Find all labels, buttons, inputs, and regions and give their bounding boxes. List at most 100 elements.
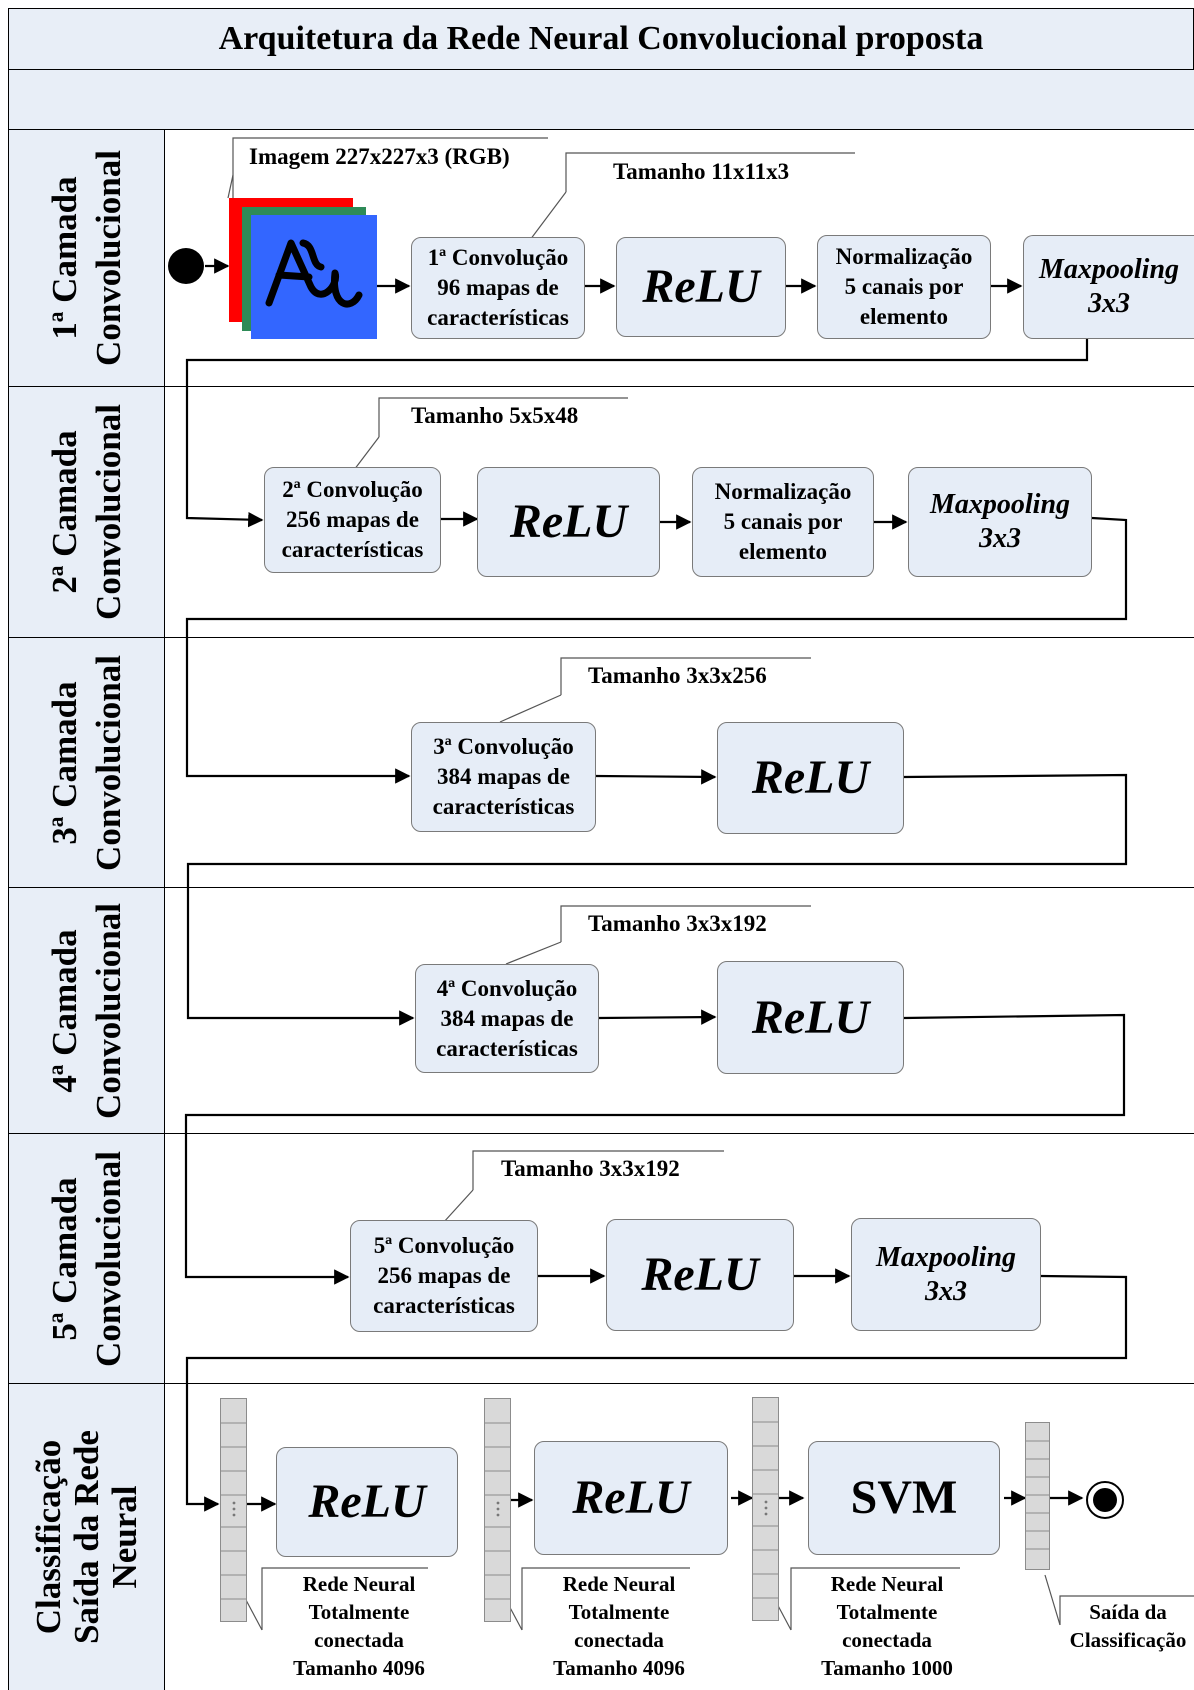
fc3-label: Rede Neural Totalmente conectada Tamanho… <box>796 1570 978 1682</box>
fc1-label-line3: conectada <box>314 1628 404 1652</box>
conv3-line3: características <box>432 794 575 819</box>
callout-fc2 <box>521 1567 690 1630</box>
conv2-line1: 2ª Convolução <box>282 477 423 502</box>
conv4-line2: 384 mapas de <box>440 1005 574 1031</box>
arrow-pool2-to-conv3 <box>185 516 1128 784</box>
fc2-vector <box>484 1398 511 1622</box>
output-label-line2: Classificação <box>1069 1628 1187 1652</box>
norm2-line2: 5 canais por <box>723 509 843 534</box>
lane-body-4 <box>165 888 1194 1134</box>
layer3-size-note: Tamanho 3x3x256 <box>588 663 767 688</box>
conv3-line2: 384 mapas de <box>437 764 570 789</box>
conv3-box: 3ª Convolução 384 mapas de características <box>411 722 596 832</box>
callout-output <box>1059 1595 1194 1625</box>
lane-body-5 <box>165 1134 1194 1384</box>
svm-label: SVM <box>850 1471 958 1524</box>
fc2-vector-cells-icon <box>485 1422 510 1600</box>
relu4-label: ReLU <box>751 990 870 1044</box>
relu7-label: ReLU <box>572 1471 690 1524</box>
conv3-line1: 3ª Convolução <box>433 734 574 759</box>
diagram-title-text: Arquitetura da Rede Neural Convolucional… <box>218 20 984 57</box>
relu2-label: ReLU <box>509 495 628 548</box>
conv5-box: 5ª Convolução 256 mapas de características <box>350 1220 538 1332</box>
relu5-label: ReLU <box>641 1248 759 1301</box>
fc1-vector <box>220 1398 247 1622</box>
conv1-line3: características <box>427 305 569 330</box>
norm2-line1: Normalização <box>714 479 852 504</box>
fc3-label-line2: Totalmente <box>836 1600 938 1624</box>
arrow-pool5-to-fc1 <box>185 1274 1128 1512</box>
conv5-line2: 256 mapas de <box>377 1263 511 1288</box>
fc1-label-line4: Tamanho 4096 <box>293 1656 425 1680</box>
output-label: Saída da Classificação <box>1062 1598 1194 1654</box>
diagram-title: Arquitetura da Rede Neural Convolucional… <box>8 8 1194 70</box>
header-subbar <box>8 70 1194 130</box>
conv2-line2: 256 mapas de <box>286 507 419 532</box>
pool1-line2: 3x3 <box>1088 288 1130 319</box>
fc1-label-line1: Rede Neural <box>302 1572 416 1596</box>
norm1-line3: elemento <box>859 304 949 329</box>
fc2-label-line4: Tamanho 4096 <box>553 1656 685 1680</box>
start-node <box>168 248 204 284</box>
conv1-box: 1ª Convolução 96 mapas de características <box>411 237 585 339</box>
fc2-label-line2: Totalmente <box>568 1600 670 1624</box>
callout-size-5 <box>472 1150 724 1190</box>
image-size-note: Imagem 227x227x3 (RGB) <box>249 144 510 169</box>
relu2-box: ReLU <box>477 467 660 577</box>
lane-body-3 <box>165 638 1194 888</box>
output-vector <box>1025 1422 1050 1570</box>
relu7-box: ReLU <box>534 1441 728 1555</box>
callout-size-1 <box>565 152 855 192</box>
arrow-relu3-to-conv4 <box>186 773 1128 1026</box>
arrow-pool1-to-conv2 <box>185 339 1089 528</box>
conv1-line1: 1ª Convolução <box>427 245 569 270</box>
relu6-label: ReLU <box>308 1475 426 1528</box>
norm1-line1: Normalização <box>835 244 973 269</box>
callout-size-2 <box>378 397 628 437</box>
callout-fc1 <box>261 1567 428 1630</box>
pool1-line1: Maxpooling <box>1038 254 1180 285</box>
arrow-conv3-to-relu3 <box>595 769 717 785</box>
callout-size-4 <box>560 905 811 942</box>
relu3-box: ReLU <box>717 722 904 834</box>
conv1-line2: 96 mapas de <box>437 275 559 300</box>
input-image <box>251 215 377 339</box>
conv2-line3: características <box>281 537 424 562</box>
norm2-line3: elemento <box>738 539 828 564</box>
svm-box: SVM <box>808 1441 1000 1555</box>
relu3-label: ReLU <box>751 751 870 804</box>
relu1-box: ReLU <box>616 237 786 337</box>
conv5-line1: 5ª Convolução <box>373 1233 515 1258</box>
conv5-line3: características <box>373 1293 515 1318</box>
lane-body-2 <box>165 387 1194 638</box>
callout-size-3 <box>560 657 811 695</box>
relu6-box: ReLU <box>276 1447 458 1557</box>
callout-fc3 <box>790 1567 960 1630</box>
fc3-vector-cells-icon <box>753 1421 778 1599</box>
pool5-line2: 3x3 <box>925 1275 967 1307</box>
layer2-size-note: Tamanho 5x5x48 <box>411 403 579 428</box>
relu5-box: ReLU <box>606 1219 794 1331</box>
fc1-label: Rede Neural Totalmente conectada Tamanho… <box>268 1570 450 1682</box>
handwritten-sample-icon <box>265 239 363 308</box>
pool2-line2: 3x3 <box>979 523 1021 554</box>
arrow-relu4-to-conv5 <box>184 1013 1126 1285</box>
fc2-label-line1: Rede Neural <box>562 1572 676 1596</box>
norm2-box: Normalização 5 canais por elemento <box>692 467 874 577</box>
fc3-label-line3: conectada <box>842 1628 932 1652</box>
fc2-label-line3: conectada <box>574 1628 664 1652</box>
layer5-size-note: Tamanho 3x3x192 <box>501 1156 680 1181</box>
fc1-label-line2: Totalmente <box>308 1600 410 1624</box>
